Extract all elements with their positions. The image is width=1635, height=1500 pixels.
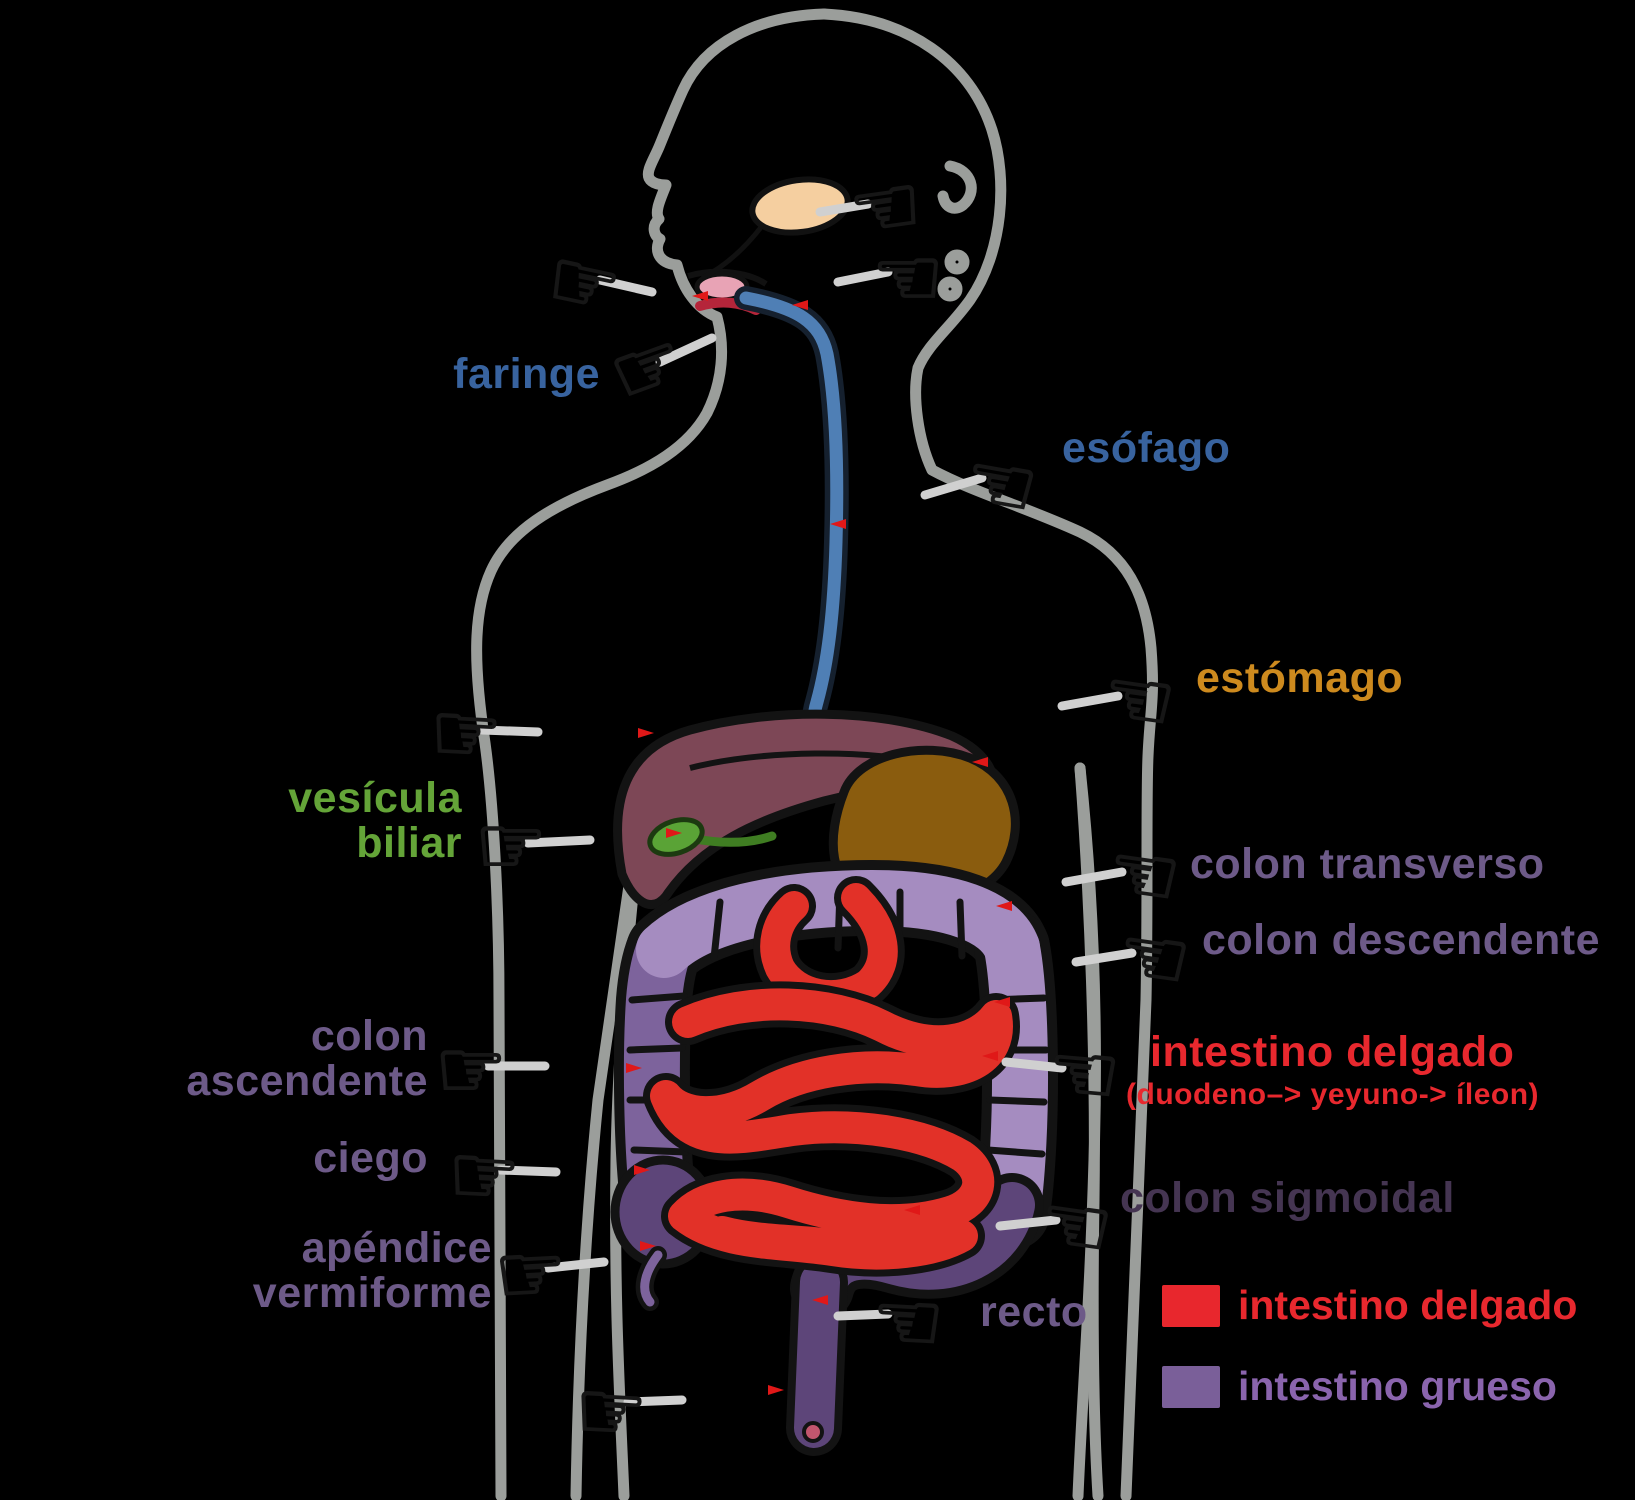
label-colon-transverso: colon transverso	[1190, 840, 1545, 888]
pointing-hand-icon: ☞	[491, 1224, 570, 1323]
ear-outline	[937, 160, 977, 214]
label-ciego: ciego	[313, 1134, 428, 1182]
label-ascendente-line1: colon	[310, 1012, 428, 1060]
neck-detail-circle	[937, 276, 963, 302]
legend-label-large-intestine: intestino grueso	[1238, 1363, 1557, 1409]
small-intestine	[643, 876, 1020, 1277]
body-outline-head-right-arm	[818, 8, 1159, 1500]
label-recto: recto	[980, 1288, 1088, 1336]
salivary-duct	[700, 224, 764, 281]
body-outline-right-torso	[1072, 762, 1101, 1500]
label-apendice-line2: vermiforme	[252, 1268, 492, 1317]
appendix-shape	[640, 1250, 663, 1307]
label-colon-descendente: colon descendente	[1202, 916, 1600, 964]
pointing-hand-icon: ☞	[426, 684, 505, 783]
pointing-hand-icon: ☜	[868, 1272, 947, 1371]
label-vesicula-biliar: vesícula biliar	[230, 776, 462, 865]
pointing-hand-icon: ☜	[1111, 905, 1197, 1010]
pointing-hand-icon: ☜	[1033, 1173, 1119, 1278]
legend: intestino delgado intestino grueso	[1162, 1282, 1577, 1444]
label-intestino-delgado-detail: (duodeno–> yeyuno-> íleon)	[1126, 1078, 1540, 1111]
pointing-hand-icon: ☜	[871, 231, 945, 324]
label-faringe: faringe	[453, 350, 600, 398]
gallbladder-shape	[647, 817, 705, 857]
label-colon-ascendente: colon ascendente	[170, 1014, 428, 1103]
rectum-shape	[794, 1262, 840, 1448]
label-apendice-vermiforme: apéndice vermiforme	[230, 1226, 492, 1315]
legend-label-small-intestine: intestino delgado	[1238, 1282, 1578, 1328]
pointer-sticks	[477, 199, 1137, 1407]
label-intestino-delgado: intestino delgado	[1150, 1028, 1515, 1076]
descending-colon-shape	[984, 920, 1048, 1240]
pointing-hand-icon: ☜	[956, 431, 1045, 538]
pointing-hand-icon: ☜	[1096, 647, 1182, 752]
label-apendice-line1: apéndice	[301, 1224, 492, 1272]
label-vesicula-line1: vesícula	[288, 774, 462, 822]
pointing-hand-icon: ☞	[571, 1362, 650, 1461]
legend-row-intestino-grueso: intestino grueso	[1162, 1363, 1577, 1410]
legend-swatch-small-intestine	[1162, 1284, 1220, 1327]
pointing-hand-icon: ☜	[1043, 1023, 1125, 1124]
pointing-hand-icon: ☞	[434, 1023, 508, 1116]
salivary-gland-shape	[749, 176, 851, 236]
neck-detail-circle	[944, 249, 970, 275]
label-colon-sigmoidal: colon sigmoidal	[1120, 1174, 1455, 1222]
label-ascendente-line2: ascendente	[186, 1056, 428, 1105]
anus-shape	[802, 1421, 824, 1443]
label-vesicula-line2: biliar	[356, 818, 462, 867]
label-esofago: esófago	[1062, 424, 1231, 472]
pointing-hand-icon: ☞	[474, 799, 548, 892]
pointing-hand-icon: ☜	[1101, 822, 1187, 927]
legend-swatch-large-intestine	[1162, 1365, 1220, 1408]
pointing-hand-icon: ☞	[444, 1126, 523, 1225]
intestine-coils-shape	[650, 988, 1013, 1270]
legend-row-intestino-delgado: intestino delgado	[1162, 1282, 1577, 1329]
label-estomago: estómago	[1196, 654, 1404, 702]
red-arrow-markers	[626, 291, 1012, 1395]
